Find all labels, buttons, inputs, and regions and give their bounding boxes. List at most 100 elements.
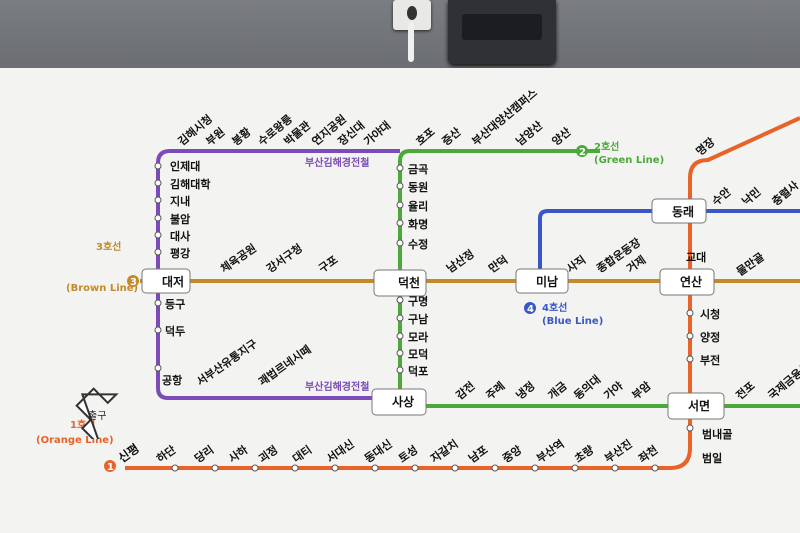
svg-text:동대신: 동대신 — [362, 437, 395, 466]
svg-text:낙민: 낙민 — [739, 185, 764, 209]
svg-text:신평: 신평 — [115, 440, 142, 465]
line1-num: 1 — [107, 462, 114, 473]
svg-text:금곡: 금곡 — [408, 163, 428, 176]
svg-text:동래: 동래 — [672, 204, 694, 219]
svg-text:서면: 서면 — [688, 398, 710, 413]
svg-text:범내골: 범내골 — [702, 427, 732, 441]
svg-text:중앙: 중앙 — [500, 443, 524, 465]
station-dots — [154, 162, 694, 472]
svg-text:물만골: 물만골 — [734, 250, 767, 279]
svg-text:수정: 수정 — [408, 237, 428, 251]
svg-text:구포: 구포 — [316, 253, 340, 275]
svg-text:전포: 전포 — [733, 379, 758, 403]
svg-text:지내: 지내 — [170, 194, 190, 208]
svg-text:하단: 하단 — [154, 442, 179, 465]
svg-text:남산정: 남산정 — [444, 247, 477, 276]
svg-text:충렬사: 충렬사 — [769, 177, 800, 208]
svg-text:부암: 부암 — [630, 379, 654, 402]
svg-text:부산역: 부산역 — [534, 437, 567, 466]
svg-text:부전: 부전 — [700, 353, 720, 367]
bgl-top-note: 부산김해경전철 — [305, 156, 369, 169]
line1-en: (Orange Line) — [36, 435, 114, 446]
svg-text:강서구청: 강서구청 — [264, 241, 305, 276]
svg-text:불암: 불암 — [170, 213, 190, 226]
exit-label: 출구 — [88, 410, 106, 422]
bgl-top-stations: 김해시청 부원 봉황 수로왕릉 박물관 연지공원 장신대 가야대 — [175, 112, 393, 149]
svg-text:남양산: 남양산 — [513, 118, 545, 148]
svg-text:서부산유통지구: 서부산유통지구 — [194, 336, 260, 388]
svg-text:수안: 수안 — [709, 185, 734, 209]
line4-track — [538, 209, 800, 281]
interchange-yeonsan: 연산 — [659, 268, 715, 296]
svg-text:냉정: 냉정 — [513, 379, 538, 403]
power-outlet — [393, 0, 431, 30]
svg-text:모덕: 모덕 — [408, 347, 428, 361]
line3-badge — [127, 275, 139, 287]
svg-text:김해대학: 김해대학 — [170, 177, 210, 191]
svg-text:체육공원: 체육공원 — [218, 241, 259, 276]
line2-badge — [576, 145, 588, 157]
svg-text:범일: 범일 — [702, 451, 722, 465]
line2-bottom-stations: 감전 주례 냉정 개금 동의대 가야 부암 전포 국제금융센터 — [453, 353, 800, 403]
wall-device — [448, 0, 556, 64]
interchange-sasang: 사상 — [371, 388, 427, 416]
svg-text:시청: 시청 — [700, 307, 720, 321]
svg-text:구남: 구남 — [408, 313, 428, 326]
bgl-bottom-stations: 서부산유통지구 괘법르네시떼 — [194, 336, 314, 388]
bgl-bottom-note: 부산김해경전철 — [305, 380, 369, 393]
outlet-socket — [407, 6, 417, 20]
svg-text:좌천: 좌천 — [636, 442, 661, 465]
line1-bottom-stations: 신평 하단 당리 사하 괴정 대티 서대신 동대신 토성 자갈치 남포 중앙 부… — [115, 427, 732, 465]
svg-text:공항: 공항 — [162, 373, 182, 387]
svg-text:주례: 주례 — [483, 379, 508, 403]
line4-stations: 수안 낙민 충렬사 명장 — [693, 135, 800, 209]
line2-track — [398, 149, 800, 408]
subway-map: 3호선 (Brown Line) 3 1호선 (Orange Line) 1 2… — [36, 86, 800, 473]
svg-text:초량: 초량 — [572, 443, 596, 465]
svg-text:구명: 구명 — [408, 294, 428, 308]
svg-text:감전: 감전 — [453, 379, 478, 403]
line2-top-stations: 호포 증산 부산대양산캠퍼스 남양산 양산 — [413, 86, 574, 149]
line2-num: 2 — [579, 147, 586, 158]
svg-text:사하: 사하 — [226, 442, 251, 466]
line4-en: (Blue Line) — [542, 316, 603, 327]
line2-left-stations: 금곡 동원 율리 화명 수정 구명 구남 모라 모덕 덕포 — [408, 163, 429, 378]
svg-text:가야대: 가야대 — [361, 118, 393, 148]
line4-name: 4호선 — [542, 301, 567, 314]
interchange-dongnae: 동래 — [651, 198, 707, 224]
svg-text:가야: 가야 — [601, 379, 626, 403]
svg-text:명장: 명장 — [693, 135, 718, 159]
svg-text:봉황: 봉황 — [229, 125, 254, 149]
svg-text:사상: 사상 — [392, 394, 414, 409]
svg-text:미남: 미남 — [536, 274, 558, 289]
line3-far-stations: 교대 — [686, 250, 706, 264]
svg-text:만덕: 만덕 — [486, 252, 511, 275]
svg-text:평강: 평강 — [170, 246, 190, 260]
svg-text:국제금융센터: 국제금융센터 — [765, 353, 800, 403]
svg-text:서대신: 서대신 — [324, 437, 357, 466]
svg-text:개금: 개금 — [545, 379, 570, 403]
svg-text:괴정: 괴정 — [256, 442, 281, 465]
device-display — [462, 14, 542, 40]
svg-text:연산: 연산 — [680, 274, 702, 289]
svg-text:모라: 모라 — [408, 330, 429, 344]
svg-text:덕천: 덕천 — [398, 275, 420, 290]
line4-badge — [524, 302, 536, 314]
interchange-daejeo: 대저 — [141, 268, 191, 294]
interchange-minam: 미남 — [515, 268, 569, 294]
svg-text:양산: 양산 — [549, 125, 574, 149]
line2-name: 2호선 — [594, 140, 619, 153]
line1-badge — [104, 460, 116, 472]
svg-text:대티: 대티 — [290, 442, 315, 465]
svg-text:자갈치: 자갈치 — [428, 437, 461, 466]
line3-name: 3호선 — [96, 240, 121, 253]
svg-text:증산: 증산 — [439, 125, 464, 149]
line3-en: (Brown Line) — [66, 283, 138, 294]
bgl-left-stations: 인제대 김해대학 지내 불암 대사 평강 등구 덕두 공항 — [162, 159, 210, 387]
interchange-deokcheon: 덕천 — [373, 269, 427, 297]
svg-text:덕두: 덕두 — [165, 324, 185, 338]
exit-arrow-icon: 출구 — [75, 387, 119, 439]
svg-text:호포: 호포 — [413, 125, 438, 149]
line1-right-stations: 시청 양정 부전 — [700, 307, 720, 367]
interchange-seomyeon: 서면 — [667, 392, 725, 420]
